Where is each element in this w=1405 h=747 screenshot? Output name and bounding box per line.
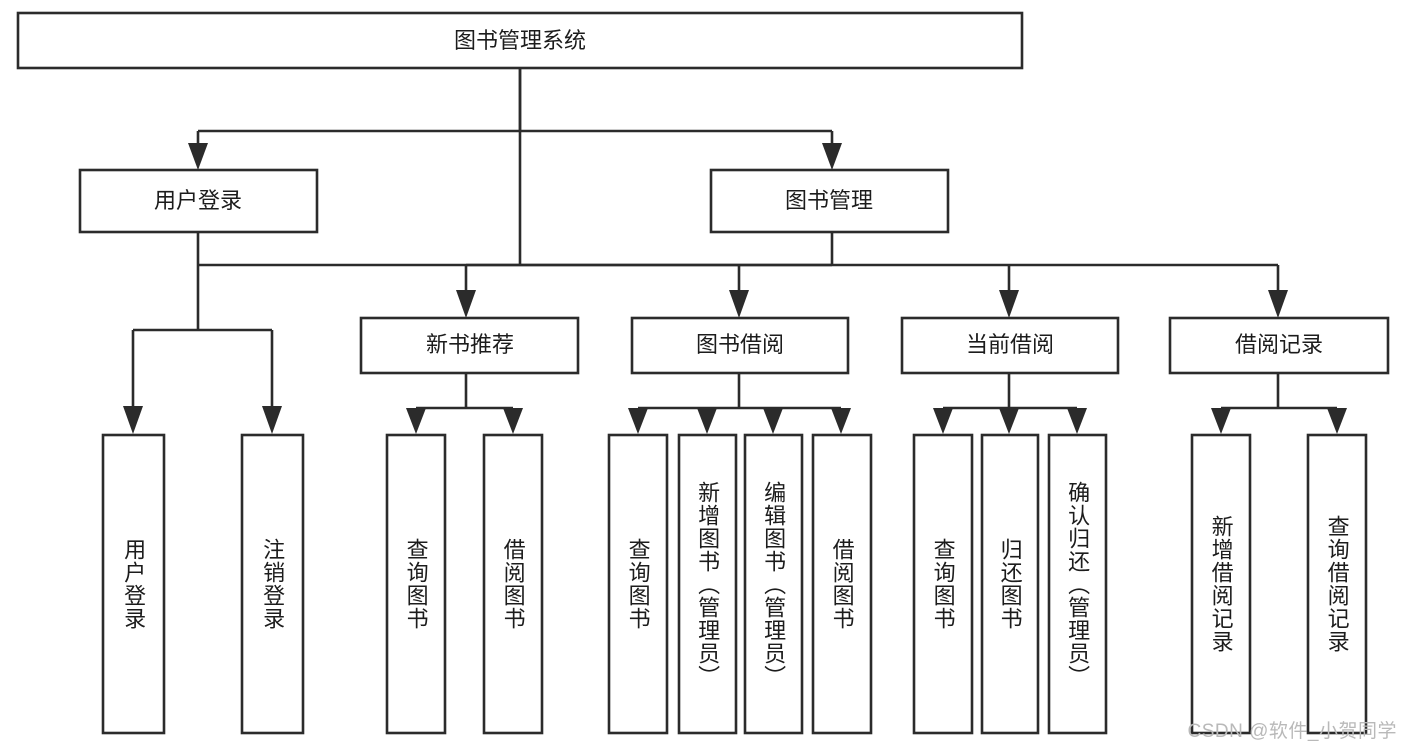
node-box-borrow-record[interactable]: [1168, 316, 1390, 375]
arrow-head-leaf-query-book-3: [933, 408, 953, 434]
arrow-head-leaf-add-book: [697, 408, 717, 434]
arrow-head-leaf-user-login: [123, 406, 143, 434]
arrow-head-leaf-confirm-return: [1067, 408, 1087, 434]
arrow-head-leaf-query-book-1: [406, 408, 426, 434]
arrow-head-leaf-logout: [262, 406, 282, 434]
connector-new-book-rec-children: [406, 373, 523, 434]
connector-book-borrow-children: [628, 373, 851, 434]
node-box-current-borrow[interactable]: [900, 316, 1120, 375]
arrow-head-leaf-return-book: [999, 408, 1019, 434]
arrow-head-leaf-query-book-2: [628, 408, 648, 434]
arrow-head-leaf-add-record: [1211, 408, 1231, 434]
node-label-current-borrow: 当前借阅: [966, 332, 1054, 357]
node-label-book-borrow: 图书借阅: [696, 332, 784, 357]
node-box-leaf-return-book[interactable]: [980, 433, 1040, 735]
node-box-book-manage[interactable]: [709, 168, 950, 234]
arrow-head-borrow-record: [1268, 290, 1288, 318]
node-box-root[interactable]: [16, 11, 1024, 70]
node-box-leaf-query-book-1[interactable]: [385, 433, 447, 735]
node-box-leaf-add-record[interactable]: [1190, 433, 1252, 735]
watermark-text: CSDN @软件_小贺同学: [1187, 721, 1397, 742]
connector-borrow-record-children: [1211, 373, 1347, 434]
connector-user-login-children: [123, 232, 282, 434]
arrow-head-leaf-edit-book: [763, 408, 783, 434]
node-label-new-book-rec: 新书推荐: [426, 332, 514, 357]
node-box-leaf-edit-book[interactable]: [743, 433, 804, 735]
connector-group-root: [198, 68, 832, 267]
node-box-leaf-user-login[interactable]: [101, 433, 166, 735]
connector-level1-level2: [188, 68, 842, 170]
arrow-head-new-book-rec: [456, 290, 476, 318]
node-box-leaf-query-book-2[interactable]: [607, 433, 669, 735]
node-label-borrow-record: 借阅记录: [1235, 332, 1323, 357]
node-box-leaf-query-book-3[interactable]: [912, 433, 974, 735]
arrow-head-user-login: [188, 143, 208, 170]
connector-book-manage-children: [456, 232, 1288, 318]
arrow-head-leaf-query-record: [1327, 408, 1347, 434]
node-box-leaf-query-record[interactable]: [1306, 433, 1368, 735]
arrow-head-book-borrow: [729, 290, 749, 318]
arrow-head-current-borrow: [999, 290, 1019, 318]
node-box-leaf-borrow-book-1[interactable]: [482, 433, 544, 735]
node-box-leaf-add-book[interactable]: [677, 433, 738, 735]
node-box-book-borrow[interactable]: [630, 316, 850, 375]
arrow-head-leaf-borrow-book-2: [831, 408, 851, 434]
node-box-leaf-logout[interactable]: [240, 433, 305, 735]
node-box-user-login[interactable]: [78, 168, 319, 234]
node-box-leaf-borrow-book-2[interactable]: [811, 433, 873, 735]
node-label-root: 图书管理系统: [454, 28, 586, 53]
node-box-leaf-confirm-return[interactable]: [1047, 433, 1108, 735]
connector-current-borrow-children: [933, 373, 1087, 434]
arrow-head-book-manage: [822, 143, 842, 170]
node-label-book-manage: 图书管理: [785, 188, 873, 213]
node-label-user-login: 用户登录: [154, 188, 242, 213]
node-box-new-book-rec[interactable]: [359, 316, 580, 375]
arrow-head-leaf-borrow-book-1: [503, 408, 523, 434]
